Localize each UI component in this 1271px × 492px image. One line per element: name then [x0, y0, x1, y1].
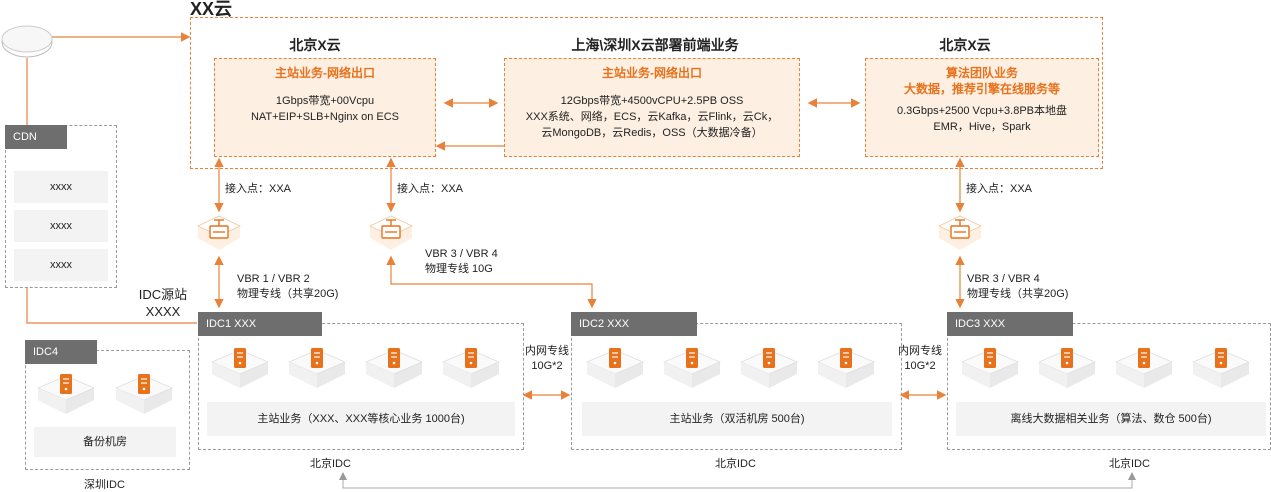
biz-middle-line: XXX系统、网络，ECS，云Kafka，云Flink，云Ck， [525, 111, 779, 123]
biz-box-middle: 主站业务-网络出口 12Gbps带宽+4500vCPU+2.5PB OSS XX… [504, 58, 800, 157]
intranet-2-line: 内网专线 [898, 345, 942, 357]
idc1-panel: 主站业务（XXX、XXX等核心业务 1000台) [207, 402, 515, 436]
biz-left-title: 主站业务-网络出口 [275, 66, 375, 80]
idc2-panel: 主站业务（双活机房 500台) [582, 402, 892, 436]
xx-cloud-boundary [190, 17, 1103, 169]
biz-middle-title: 主站业务-网络出口 [602, 66, 702, 80]
access-point-label: 接入点：XXA [966, 183, 1033, 195]
biz-right-title: 大数据，推荐引擎在线服务等 [903, 82, 1060, 96]
server-icon [1037, 344, 1097, 397]
biz-left-line: 1Gbps带宽+00Vcpu [275, 95, 375, 107]
idc1-servers [210, 344, 510, 392]
server-icon [960, 344, 1020, 397]
intranet-1-line: 内网专线 [525, 345, 569, 357]
biz-box-right: 算法团队业务 大数据，推荐引擎在线服务等 0.3Gbps+2500 Vcpu+3… [865, 58, 1099, 157]
vbr-label-middle: VBR 3 / VBR 4 物理专线 10G [425, 247, 498, 277]
idc1-tag: IDC1 XXX [198, 312, 322, 336]
intranet-label-2: 内网专线 10G*2 [893, 344, 947, 374]
cdn-item: xxxx [14, 249, 108, 281]
region-title-right: 北京X云 [939, 37, 991, 53]
idc-source-line: IDC源站 [138, 287, 188, 302]
idc2-servers [585, 344, 885, 392]
server-icon [364, 344, 424, 397]
idc2-city: 北京IDC [715, 458, 756, 470]
vbr-middle-line: 物理专线 10G [425, 263, 493, 275]
idc1-city: 北京IDC [310, 458, 351, 470]
idc-source-line: XXXX [145, 304, 181, 319]
idc1-box [198, 323, 524, 450]
idc3-city: 北京IDC [1109, 458, 1150, 470]
idc4-servers [36, 370, 186, 418]
idc3-servers [960, 344, 1260, 392]
idc-source-label: IDC源站 XXXX [130, 286, 196, 320]
vbr-right-line: 物理专线（共享20G) [967, 288, 1069, 300]
server-icon [1191, 344, 1251, 397]
idc4-city: 深圳IDC [84, 479, 125, 491]
cdn-tag: CDN [5, 125, 67, 149]
biz-right-line: EMR，Hive，Spark [933, 121, 1031, 133]
access-point-label: 接入点：XXA [225, 183, 292, 195]
biz-middle-line: 12Gbps带宽+4500vCPU+2.5PB OSS [560, 95, 744, 107]
server-icon [210, 344, 270, 397]
biz-left-line: NAT+EIP+SLB+Nginx on ECS [250, 111, 400, 123]
server-icon [1114, 344, 1174, 397]
router-icon [369, 215, 413, 250]
region-title-middle: 上海\深圳X云部署前端业务 [571, 37, 739, 53]
server-icon [739, 344, 799, 397]
server-icon [662, 344, 722, 397]
vbr-middle-line: VBR 3 / VBR 4 [425, 248, 498, 260]
idc4-tag: IDC4 [25, 340, 97, 364]
cloud-icon [1, 25, 53, 58]
vbr-left-line: VBR 1 / VBR 2 [237, 273, 310, 285]
idc4-box [25, 350, 190, 470]
server-icon [36, 370, 96, 423]
idc2-tag: IDC2 XXX [571, 312, 697, 336]
idc3-panel: 离线大数据相关业务（算法、数仓 500台) [956, 402, 1266, 436]
idc3-tag: IDC3 XXX [947, 312, 1073, 336]
biz-right-title: 算法团队业务 [945, 66, 1018, 80]
intranet-label-1: 内网专线 10G*2 [520, 344, 574, 374]
server-icon [114, 370, 174, 423]
idc4-panel: 备份机房 [34, 427, 176, 457]
cloud-title: XX云 [190, 0, 233, 19]
vbr-label-right: VBR 3 / VBR 4 物理专线（共享20G) [967, 272, 1068, 302]
router-icon [197, 215, 241, 250]
access-point-label: 接入点：XXA [397, 183, 464, 195]
server-icon [287, 344, 347, 397]
server-icon [816, 344, 876, 397]
server-icon [441, 344, 501, 397]
vbr-left-line: 物理专线（共享20G) [237, 288, 339, 300]
biz-box-left: 主站业务-网络出口 1Gbps带宽+00Vcpu NAT+EIP+SLB+Ngi… [214, 58, 436, 157]
intranet-1-line: 10G*2 [531, 360, 563, 372]
region-title-left: 北京X云 [289, 37, 341, 53]
idc2-box [571, 323, 902, 450]
biz-middle-line: 云MongoDB，云Redis，OSS（大数据冷备） [541, 127, 763, 139]
vbr-right-line: VBR 3 / VBR 4 [967, 273, 1040, 285]
cdn-item: xxxx [14, 210, 108, 242]
biz-right-line: 0.3Gbps+2500 Vcpu+3.8PB本地盘 [897, 105, 1067, 117]
server-icon [585, 344, 645, 397]
router-icon [938, 215, 982, 250]
cdn-item: xxxx [14, 171, 108, 203]
intranet-2-line: 10G*2 [904, 360, 936, 372]
vbr-label-left: VBR 1 / VBR 2 物理专线（共享20G) [237, 272, 338, 302]
